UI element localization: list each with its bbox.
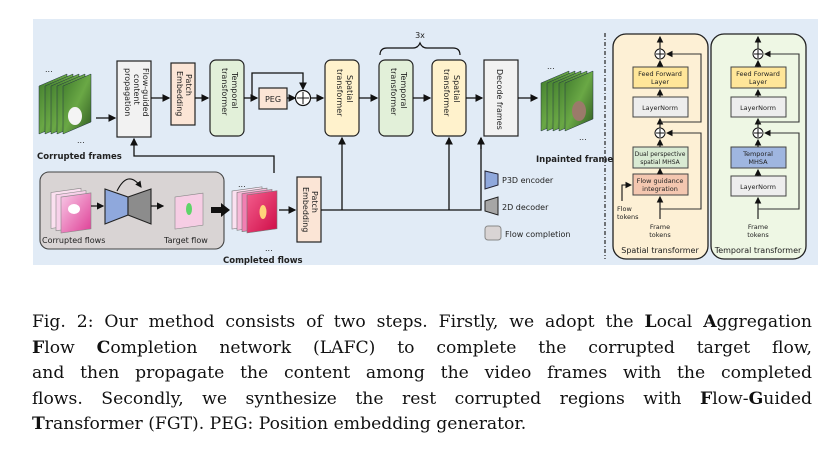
legend-item-p3d-encoder: P3D encoder [484,170,554,190]
svg-text:...: ... [45,65,53,74]
temporal-transformer-detail-panel: Feed Forward Layer LayerNorm Temporal MH… [710,33,807,260]
temporal-transformer-title: Temporal transformer [714,246,802,255]
svg-text:transformer: transformer [335,69,344,117]
svg-text:Dual perspective: Dual perspective [635,151,686,158]
legend-item-flow-completion: Flow completion [484,225,570,241]
svg-text:...: ... [579,133,587,142]
caption-line: Transformer (FGT). PEG: Position embeddi… [32,414,527,435]
spatial-transformer-title: Spatial transformer [621,246,699,255]
temporal-transformer-block-1: Temporal transformer [209,59,245,137]
svg-text:transformer: transformer [442,69,451,117]
temporal-transformer-block-2: Temporal transformer [378,59,414,137]
svg-text:Patch: Patch [310,191,319,213]
corrupted-flows-stack [50,187,92,234]
svg-text:content: content [132,74,141,105]
svg-text:Temporal: Temporal [230,71,239,109]
figure-caption: Fig. 2: Our method consists of two steps… [32,310,812,438]
repeat-label: 3x [415,31,425,40]
svg-text:LayerNorm: LayerNorm [642,104,678,112]
svg-text:integration: integration [642,185,678,193]
svg-text:Layer: Layer [651,78,669,86]
svg-text:...: ... [265,244,273,253]
caption-line: Fig. 2: Our method consists of two steps… [32,312,812,332]
completed-flows-stack: ... ... [231,180,278,253]
svg-text:Feed Forward: Feed Forward [736,70,780,78]
decode-frames-block: Decode frames [483,59,519,137]
svg-text:Spatial: Spatial [452,75,461,103]
svg-text:2D decoder: 2D decoder [502,203,549,212]
svg-text:...: ... [547,62,555,71]
architecture-diagram: ... ... Corrupted frames Flow-guided con… [37,31,807,266]
flow-guided-content-propagation-block: Flow-guided content propagation [116,60,152,138]
caption-line: and then propagate the content among the… [32,363,812,384]
svg-text:Frame: Frame [650,223,670,231]
2d-decoder-icon [127,188,152,225]
svg-text:transformer: transformer [389,68,398,116]
spatial-transformer-detail-panel: Feed Forward Layer LayerNorm Dual perspe… [612,33,709,260]
svg-text:Flow guidance: Flow guidance [637,177,684,185]
target-flow-image [174,192,204,230]
thick-arrow-icon [211,203,230,217]
svg-text:PEG: PEG [265,95,281,104]
inpainted-frames-stack: ... ... [540,62,594,142]
peg-block: PEG [258,87,288,110]
svg-text:...: ... [77,136,85,145]
legend: P3D encoder 2D decoder Flow completion [484,170,570,241]
svg-text:tokens: tokens [747,231,769,239]
svg-text:MHSA: MHSA [748,158,768,166]
svg-text:Temporal: Temporal [399,71,408,109]
caption-line: flows. Secondly, we synthesize the rest … [32,388,812,409]
flow-completion-box: Corrupted flows Target flow [39,171,225,250]
svg-text:Feed Forward: Feed Forward [638,70,682,78]
spatial-transformer-block-2: Spatial transformer [431,59,467,137]
svg-text:spatial MHSA: spatial MHSA [640,159,680,166]
svg-text:tokens: tokens [617,213,639,221]
svg-text:propagation: propagation [123,68,132,116]
svg-text:tokens: tokens [649,231,671,239]
svg-text:Flow completion: Flow completion [505,230,570,239]
svg-text:Patch: Patch [184,74,193,96]
svg-text:Frame: Frame [748,223,768,231]
svg-text:P3D encoder: P3D encoder [502,176,554,185]
patch-embedding-bottom-block: Patch Embedding [296,176,322,243]
architecture-figure: ... ... Corrupted frames Flow-guided con… [33,19,818,266]
patch-embedding-top-block: Patch Embedding [170,62,196,126]
svg-text:LayerNorm: LayerNorm [740,183,776,191]
corrupted-frames-stack: ... ... [38,65,92,145]
spatial-transformer-block-1: Spatial transformer [324,59,360,137]
svg-text:transformer: transformer [220,68,229,116]
svg-text:Decode frames: Decode frames [495,69,504,130]
svg-text:Layer: Layer [749,78,767,86]
svg-text:Temporal: Temporal [742,150,773,158]
caption-line: Flow Completion network (LAFC) to comple… [32,337,812,358]
svg-text:...: ... [238,180,246,189]
corrupted-frames-label: Corrupted frames [37,152,122,162]
completed-flows-label: Completed flows [223,256,303,265]
legend-item-2d-decoder: 2D decoder [484,196,549,216]
corrupted-flows-label: Corrupted flows [42,236,105,245]
svg-text:Embedding: Embedding [301,187,310,232]
svg-text:Spatial: Spatial [345,75,354,103]
svg-text:Flow-guided: Flow-guided [141,68,150,117]
add-icon [294,89,312,107]
svg-text:Embedding: Embedding [175,71,184,116]
target-flow-label: Target flow [163,236,208,245]
svg-text:Flow: Flow [617,205,633,213]
svg-text:LayerNorm: LayerNorm [740,104,776,112]
inpainted-frames-label: Inpainted frames [536,155,618,165]
